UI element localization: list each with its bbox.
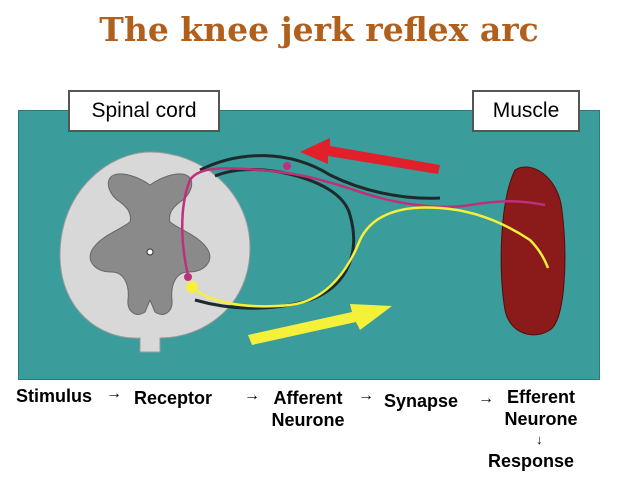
flow-stimulus: Stimulus <box>16 386 93 406</box>
motor-direction-arrow <box>300 138 440 174</box>
flow-arrow-down: ↓ <box>536 432 543 447</box>
efferent-cell-body <box>283 162 291 170</box>
flow-arrow-4: → <box>478 390 494 407</box>
diagram-title: The knee jerk reflex arc <box>99 10 539 49</box>
flow-receptor: Receptor <box>134 388 213 408</box>
flow-response: Response <box>488 451 575 471</box>
flow-arrow-3: → <box>358 387 374 404</box>
sensory-direction-arrow <box>248 304 392 345</box>
muscle-shape <box>500 166 566 336</box>
synapse-point <box>184 273 192 281</box>
flow-arrow-1: → <box>106 385 122 402</box>
flow-efferent-neurone: Efferent Neurone <box>504 387 578 429</box>
muscle-label: Muscle <box>472 90 580 132</box>
grey-matter <box>89 173 211 315</box>
flow-afferent-neurone: Afferent Neurone <box>271 388 345 430</box>
afferent-neurone-path <box>191 206 550 308</box>
spinal-cord-cross-section <box>59 151 251 353</box>
central-canal <box>146 248 154 256</box>
afferent-cell-body <box>186 281 198 293</box>
efferent-neurone-path <box>181 167 546 276</box>
nerve-bundle-upper <box>199 154 441 200</box>
flow-arrow-2: → <box>244 387 260 404</box>
flow-synapse: Synapse <box>384 391 459 411</box>
spinal-cord-label: Spinal cord <box>68 90 220 132</box>
